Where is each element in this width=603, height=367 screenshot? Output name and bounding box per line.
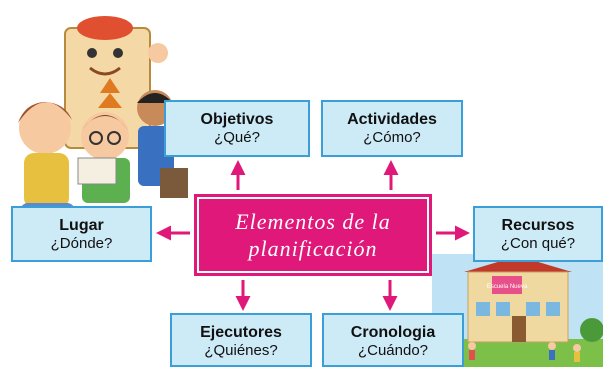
node-title: Recursos [501, 217, 575, 234]
thumb-hand [148, 43, 168, 63]
node-question: ¿Quiénes? [204, 342, 278, 359]
cap [77, 16, 133, 40]
node-objetivos: Objetivos ¿Qué? [164, 100, 310, 157]
center-node: Elementos de la planificación [194, 194, 432, 276]
node-lugar: Lugar ¿Dónde? [11, 206, 152, 262]
boy-head [81, 112, 129, 160]
children-reading-illustration [18, 16, 188, 225]
node-question: ¿Dónde? [50, 235, 113, 252]
node-question: ¿Cuándo? [357, 342, 429, 359]
center-line-2: planificación [248, 236, 378, 261]
node-ejecutores: Ejecutores ¿Quiénes? [170, 313, 312, 367]
center-line-1: Elementos de la [235, 209, 391, 234]
node-title: Cronologia [350, 324, 436, 341]
girl-head [19, 102, 71, 154]
node-title: Objetivos [200, 111, 274, 128]
open-book [77, 157, 117, 185]
node-actividades: Actividades ¿Cómo? [321, 100, 463, 157]
node-cronologia: Cronologia ¿Cuándo? [322, 313, 464, 367]
node-recursos: Recursos ¿Con qué? [473, 206, 603, 262]
node-question: ¿Con qué? [500, 235, 576, 252]
node-title: Actividades [347, 111, 437, 128]
school-sign: Escuela Nueva [487, 284, 528, 290]
node-question: ¿Qué? [214, 129, 260, 146]
node-title: Ejecutores [200, 324, 282, 341]
node-question: ¿Cómo? [363, 129, 421, 146]
node-title: Lugar [59, 217, 104, 234]
school-illustration: Escuela Nueva [432, 254, 603, 367]
